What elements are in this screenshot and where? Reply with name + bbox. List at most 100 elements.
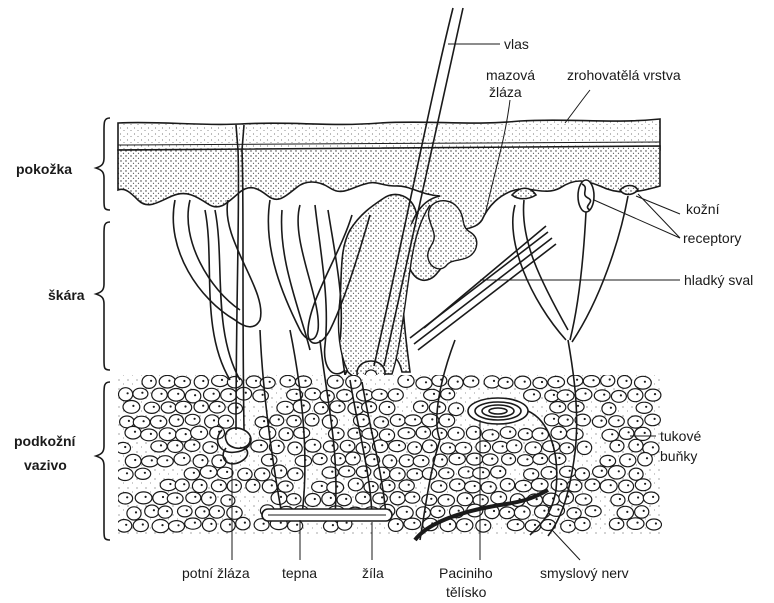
- label-epidermis: pokožka: [16, 161, 72, 177]
- fat-cell-nucleus: [289, 379, 291, 381]
- fat-cell-nucleus: [230, 393, 232, 395]
- fat-cell: [142, 456, 159, 467]
- fat-cell-nucleus: [260, 444, 262, 446]
- fat-cell-nucleus: [280, 522, 282, 524]
- fat-cell-nucleus: [523, 511, 525, 513]
- fat-cell-nucleus: [160, 393, 162, 395]
- fat-cell: [327, 375, 343, 388]
- fat-cell-nucleus: [508, 511, 510, 513]
- fat-cell: [356, 492, 371, 504]
- fat-cell: [288, 442, 302, 455]
- fat-cell-nucleus: [354, 456, 356, 458]
- fat-cell: [575, 468, 589, 480]
- fat-cell: [532, 428, 548, 441]
- fat-cell-nucleus: [210, 523, 212, 525]
- fat-cell: [463, 376, 478, 387]
- fat-cell: [575, 494, 591, 505]
- fat-cell: [246, 479, 260, 492]
- fat-cell-nucleus: [185, 433, 187, 435]
- fat-cell-nucleus: [646, 457, 648, 459]
- fat-cell-nucleus: [619, 498, 621, 500]
- fat-cell-nucleus: [177, 418, 179, 420]
- fat-cell-nucleus: [636, 522, 638, 524]
- fat-cell-nucleus: [507, 381, 509, 383]
- fat-cell: [117, 468, 133, 480]
- fat-cell: [609, 518, 623, 530]
- fat-cell: [635, 376, 652, 389]
- fat-cell: [482, 454, 498, 465]
- fat-cell: [440, 443, 455, 454]
- fat-cell-nucleus: [508, 483, 510, 485]
- fat-cell: [390, 468, 406, 481]
- fat-cell-nucleus: [161, 524, 163, 526]
- fat-cell-nucleus: [125, 524, 127, 526]
- label-sebaceous-2: žláza: [489, 84, 522, 100]
- fat-cell-nucleus: [356, 432, 358, 434]
- fat-cell-nucleus: [314, 498, 316, 500]
- fat-cell: [204, 388, 220, 401]
- fat-cell: [558, 415, 573, 426]
- fat-cell: [629, 439, 643, 452]
- fat-cell: [194, 401, 208, 413]
- fat-cell-nucleus: [601, 470, 603, 472]
- fat-cell-nucleus: [399, 496, 401, 498]
- fat-cell: [561, 520, 576, 532]
- fat-cell-nucleus: [536, 498, 538, 500]
- fat-cell-nucleus: [492, 433, 494, 435]
- fat-cell: [118, 493, 133, 504]
- fat-cell: [585, 479, 600, 491]
- fat-cell: [337, 390, 353, 402]
- fat-cell: [541, 467, 557, 479]
- fat-cell: [262, 480, 277, 493]
- fat-cell-nucleus: [583, 472, 585, 474]
- fat-cell-nucleus: [313, 418, 315, 420]
- fat-cell-nucleus: [466, 497, 468, 499]
- fat-cell: [473, 468, 490, 479]
- fat-cell: [500, 507, 515, 519]
- fat-cell: [439, 468, 454, 479]
- label-hypodermis-1: podkožní: [14, 433, 77, 449]
- fat-cell-nucleus: [575, 511, 577, 513]
- fat-cell-nucleus: [332, 524, 334, 526]
- fat-cell: [186, 492, 201, 503]
- fat-cell: [125, 426, 141, 439]
- fat-cell: [514, 506, 530, 519]
- fat-cell: [159, 428, 176, 441]
- fat-cell-nucleus: [592, 379, 594, 381]
- fat-cell-nucleus: [458, 457, 460, 459]
- fat-cell-nucleus: [510, 457, 512, 459]
- fat-cell: [312, 481, 328, 492]
- label-smooth-muscle: hladký sval: [684, 272, 753, 288]
- fat-cell: [466, 426, 481, 439]
- fat-cell: [408, 442, 422, 454]
- fat-cell: [544, 414, 559, 426]
- fat-cell: [491, 466, 506, 478]
- fat-cell: [438, 495, 454, 507]
- fat-cell: [399, 455, 414, 467]
- fat-cell-nucleus: [654, 418, 656, 420]
- fat-cell-nucleus: [438, 406, 440, 408]
- fat-cell: [457, 493, 473, 506]
- fat-cell: [323, 441, 338, 452]
- fat-cell: [305, 494, 320, 507]
- fat-cell-nucleus: [143, 420, 145, 422]
- fat-cell: [212, 455, 226, 468]
- fat-cell: [287, 415, 301, 427]
- fat-cell: [221, 389, 237, 402]
- fat-cell-nucleus: [476, 457, 478, 459]
- fat-cell-nucleus: [220, 459, 222, 461]
- fat-cell-nucleus: [611, 433, 613, 435]
- fat-cell-nucleus: [263, 523, 265, 525]
- fat-cell: [635, 479, 651, 491]
- fat-cell: [557, 390, 574, 402]
- fat-cell-nucleus: [472, 380, 474, 382]
- fat-cell: [135, 492, 152, 504]
- fat-cell: [305, 439, 321, 452]
- fat-cell-nucleus: [422, 459, 424, 461]
- fat-cell-nucleus: [524, 381, 526, 383]
- fat-cell-nucleus: [618, 522, 620, 524]
- fat-cell: [203, 442, 218, 454]
- fat-cell-nucleus: [287, 485, 289, 487]
- fat-cell: [525, 442, 542, 455]
- fat-cell-nucleus: [433, 393, 435, 395]
